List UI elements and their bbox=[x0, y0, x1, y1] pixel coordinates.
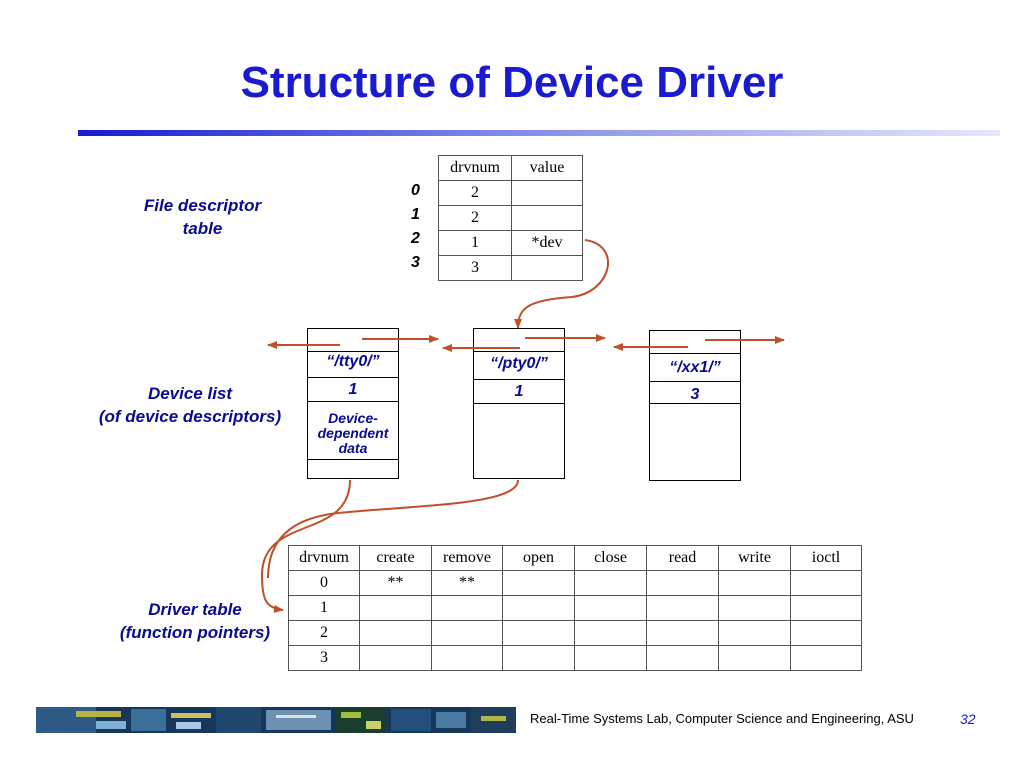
column-header: close bbox=[574, 545, 647, 571]
page-number: 32 bbox=[960, 711, 976, 727]
column-header: open bbox=[502, 545, 575, 571]
device-separator bbox=[650, 353, 740, 354]
table-cell bbox=[511, 255, 583, 281]
table-cell: 3 bbox=[288, 645, 360, 671]
table-row: 3 bbox=[438, 255, 583, 281]
device-descriptor-pty0: “/pty0/” 1 bbox=[473, 328, 565, 479]
label-line: (function pointers) bbox=[119, 623, 271, 642]
device-data-line: data bbox=[338, 440, 368, 456]
device-separator bbox=[308, 459, 398, 460]
device-name: “/pty0/” bbox=[490, 355, 548, 372]
table-row: 1 bbox=[288, 595, 862, 621]
file-descriptor-table: drvnum value 2 2 1 *dev 3 bbox=[438, 155, 583, 281]
label-line: (of device descriptors) bbox=[98, 407, 282, 426]
device-driver-number: 1 bbox=[514, 383, 524, 400]
label-file-descriptor-table: File descriptor table bbox=[115, 194, 290, 240]
device-name: “/xx1/” bbox=[669, 359, 721, 376]
device-separator bbox=[308, 377, 398, 378]
device-separator bbox=[474, 403, 564, 404]
table-row: 2 bbox=[438, 180, 583, 206]
table-cell: 1 bbox=[288, 595, 360, 621]
table-cell bbox=[718, 620, 791, 646]
table-cell bbox=[646, 570, 719, 596]
table-cell bbox=[574, 595, 647, 621]
device-separator bbox=[650, 403, 740, 404]
label-device-list: Device list (of device descriptors) bbox=[70, 382, 310, 428]
table-cell bbox=[431, 645, 503, 671]
table-row: 0 ** ** bbox=[288, 570, 862, 596]
table-cell: *dev bbox=[511, 230, 583, 256]
fd-to-device-arrow bbox=[514, 239, 609, 329]
table-cell: 3 bbox=[438, 255, 512, 281]
table-cell bbox=[646, 645, 719, 671]
device-dependent-data: Device- dependent data bbox=[308, 411, 398, 456]
device-driver-number: 1 bbox=[348, 381, 358, 398]
table-cell bbox=[502, 570, 575, 596]
table-cell: 1 bbox=[438, 230, 512, 256]
device-to-driver-arrow bbox=[267, 479, 519, 579]
device-separator bbox=[308, 401, 398, 402]
device-descriptor-tty0: “/tty0/” 1 Device- dependent data bbox=[307, 328, 399, 479]
table-cell bbox=[790, 570, 862, 596]
device-driver-number: 3 bbox=[690, 386, 700, 403]
slide-title: Structure of Device Driver bbox=[240, 58, 784, 107]
title-divider bbox=[78, 130, 1000, 136]
device-to-driver-arrow bbox=[260, 479, 351, 613]
table-cell bbox=[574, 645, 647, 671]
table-cell bbox=[718, 645, 791, 671]
footer-banner-image bbox=[36, 707, 516, 733]
fd-index: 0 bbox=[411, 182, 420, 199]
column-header: create bbox=[359, 545, 432, 571]
footer-credit: Real-Time Systems Lab, Computer Science … bbox=[530, 711, 914, 726]
label-line: table bbox=[182, 219, 223, 238]
table-row: 3 bbox=[288, 645, 862, 671]
device-separator bbox=[474, 379, 564, 380]
device-descriptor-xx1: “/xx1/” 3 bbox=[649, 330, 741, 481]
fd-index: 2 bbox=[411, 230, 420, 247]
table-cell: ** bbox=[431, 570, 503, 596]
device-separator bbox=[474, 351, 564, 352]
column-header: drvnum bbox=[438, 155, 512, 181]
table-cell bbox=[359, 620, 432, 646]
fd-index: 3 bbox=[411, 254, 420, 271]
label-line: Driver table bbox=[148, 600, 242, 619]
table-header-row: drvnum value bbox=[438, 155, 583, 181]
table-row: 1 *dev bbox=[438, 230, 583, 256]
driver-table: drvnum create remove open close read wri… bbox=[288, 545, 862, 671]
fd-index: 1 bbox=[411, 206, 420, 223]
label-driver-table: Driver table (function pointers) bbox=[75, 598, 315, 644]
column-header: drvnum bbox=[288, 545, 360, 571]
table-cell bbox=[790, 645, 862, 671]
column-header: write bbox=[718, 545, 791, 571]
device-separator bbox=[650, 381, 740, 382]
label-line: Device list bbox=[147, 384, 233, 403]
table-cell bbox=[431, 620, 503, 646]
device-data-line: dependent bbox=[317, 425, 389, 441]
label-line: File descriptor bbox=[143, 196, 262, 215]
device-data-line: Device- bbox=[328, 410, 378, 426]
table-cell: 2 bbox=[438, 180, 512, 206]
table-cell bbox=[646, 595, 719, 621]
device-separator bbox=[308, 351, 398, 352]
table-header-row: drvnum create remove open close read wri… bbox=[288, 545, 862, 571]
table-row: 2 bbox=[288, 620, 862, 646]
device-name: “/tty0/” bbox=[326, 353, 380, 370]
table-cell bbox=[502, 645, 575, 671]
circuit-board-image bbox=[36, 707, 516, 733]
